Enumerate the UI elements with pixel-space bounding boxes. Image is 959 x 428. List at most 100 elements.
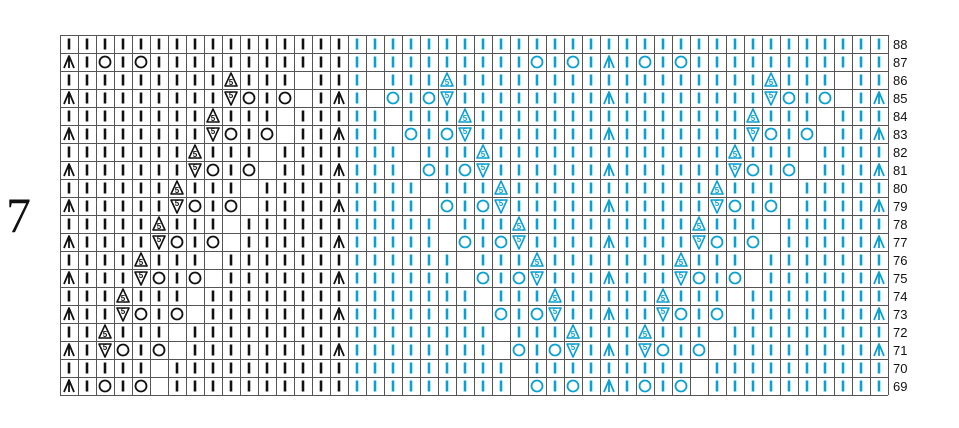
row-number: 73 xyxy=(893,307,907,322)
yarn-over-symbol xyxy=(494,307,508,321)
yarn-over-symbol xyxy=(530,379,544,393)
row-number: 82 xyxy=(893,145,907,160)
svg-text:5: 5 xyxy=(571,343,576,352)
svg-text:5: 5 xyxy=(139,271,144,280)
five-stitch-top-symbol: 5 xyxy=(116,288,130,303)
yarn-over-symbol xyxy=(512,343,526,357)
yarn-over-symbol xyxy=(422,91,436,105)
svg-text:5: 5 xyxy=(715,199,720,208)
chart-number: 7 xyxy=(6,187,31,243)
five-stitch-bottom-symbol: 5 xyxy=(566,343,580,358)
double-decrease-symbol xyxy=(873,307,885,321)
five-stitch-bottom-symbol: 5 xyxy=(746,127,760,142)
double-decrease-symbol xyxy=(63,343,75,357)
yarn-over-symbol xyxy=(674,55,688,69)
yarn-over-symbol xyxy=(638,55,652,69)
row-number: 70 xyxy=(893,361,907,376)
double-decrease-symbol xyxy=(603,55,615,69)
yarn-over-symbol xyxy=(134,55,148,69)
row-number: 83 xyxy=(893,127,907,142)
five-stitch-top-symbol: 5 xyxy=(530,252,544,267)
five-stitch-bottom-symbol: 5 xyxy=(206,127,220,142)
svg-text:5: 5 xyxy=(661,294,666,303)
yarn-over-symbol xyxy=(746,235,760,249)
double-decrease-symbol xyxy=(603,343,615,357)
yarn-over-symbol xyxy=(818,91,832,105)
svg-text:5: 5 xyxy=(481,150,486,159)
five-stitch-bottom-symbol: 5 xyxy=(764,91,778,106)
svg-text:5: 5 xyxy=(103,330,108,339)
yarn-over-symbol xyxy=(476,199,490,213)
yarn-over-symbol xyxy=(98,379,112,393)
svg-text:5: 5 xyxy=(463,114,468,123)
svg-text:5: 5 xyxy=(535,258,540,267)
double-decrease-symbol xyxy=(603,91,615,105)
yarn-over-symbol xyxy=(710,235,724,249)
svg-text:5: 5 xyxy=(661,307,666,316)
yarn-over-symbol xyxy=(458,235,472,249)
svg-text:5: 5 xyxy=(697,222,702,231)
svg-text:5: 5 xyxy=(679,271,684,280)
yarn-over-symbol xyxy=(188,199,202,213)
svg-text:5: 5 xyxy=(715,186,720,195)
five-stitch-top-symbol: 5 xyxy=(206,108,220,123)
svg-text:5: 5 xyxy=(733,150,738,159)
yarn-over-symbol xyxy=(656,343,670,357)
yarn-over-symbol xyxy=(548,343,562,357)
svg-text:5: 5 xyxy=(751,127,756,136)
svg-text:5: 5 xyxy=(157,235,162,244)
svg-text:5: 5 xyxy=(679,258,684,267)
svg-text:5: 5 xyxy=(499,186,504,195)
five-stitch-bottom-symbol: 5 xyxy=(692,235,706,250)
five-stitch-bottom-symbol: 5 xyxy=(458,127,472,142)
yarn-over-symbol xyxy=(386,91,400,105)
yarn-over-symbol xyxy=(134,307,148,321)
svg-text:5: 5 xyxy=(139,258,144,267)
five-stitch-bottom-symbol: 5 xyxy=(224,91,238,106)
five-stitch-bottom-symbol: 5 xyxy=(476,163,490,178)
five-stitch-bottom-symbol: 5 xyxy=(638,343,652,358)
yarn-over-symbol xyxy=(566,379,580,393)
yarn-over-symbol xyxy=(710,307,724,321)
five-stitch-bottom-symbol: 5 xyxy=(512,235,526,250)
svg-text:5: 5 xyxy=(733,163,738,172)
row-number: 86 xyxy=(893,73,907,88)
yarn-over-symbol xyxy=(674,307,688,321)
row-number: 71 xyxy=(893,343,907,358)
yarn-over-symbol xyxy=(476,271,490,285)
svg-text:5: 5 xyxy=(157,222,162,231)
yarn-over-symbol xyxy=(728,199,742,213)
double-decrease-symbol xyxy=(873,91,885,105)
yarn-over-symbol xyxy=(530,307,544,321)
five-stitch-bottom-symbol: 5 xyxy=(548,307,562,322)
double-decrease-symbol xyxy=(603,199,615,213)
double-decrease-symbol xyxy=(63,235,75,249)
five-stitch-top-symbol: 5 xyxy=(494,180,508,195)
yarn-over-symbol xyxy=(512,271,526,285)
five-stitch-top-symbol: 5 xyxy=(188,144,202,159)
five-stitch-bottom-symbol: 5 xyxy=(170,199,184,214)
svg-text:5: 5 xyxy=(193,150,198,159)
row-number: 76 xyxy=(893,253,907,268)
five-stitch-top-symbol: 5 xyxy=(476,144,490,159)
double-decrease-symbol xyxy=(333,235,345,249)
svg-text:5: 5 xyxy=(643,330,648,339)
yarn-over-symbol xyxy=(116,343,130,357)
svg-text:5: 5 xyxy=(535,271,540,280)
row-number: 74 xyxy=(893,289,907,304)
five-stitch-top-symbol: 5 xyxy=(134,252,148,267)
svg-text:5: 5 xyxy=(517,235,522,244)
row-number: 69 xyxy=(893,379,907,394)
row-number: 87 xyxy=(893,55,907,70)
yarn-over-symbol xyxy=(764,199,778,213)
svg-text:5: 5 xyxy=(769,91,774,100)
five-stitch-top-symbol: 5 xyxy=(746,108,760,123)
svg-text:5: 5 xyxy=(463,127,468,136)
svg-text:5: 5 xyxy=(445,91,450,100)
svg-text:5: 5 xyxy=(553,294,558,303)
five-stitch-bottom-symbol: 5 xyxy=(98,343,112,358)
double-decrease-symbol xyxy=(873,343,885,357)
row-number: 78 xyxy=(893,217,907,232)
row-number: 75 xyxy=(893,271,907,286)
